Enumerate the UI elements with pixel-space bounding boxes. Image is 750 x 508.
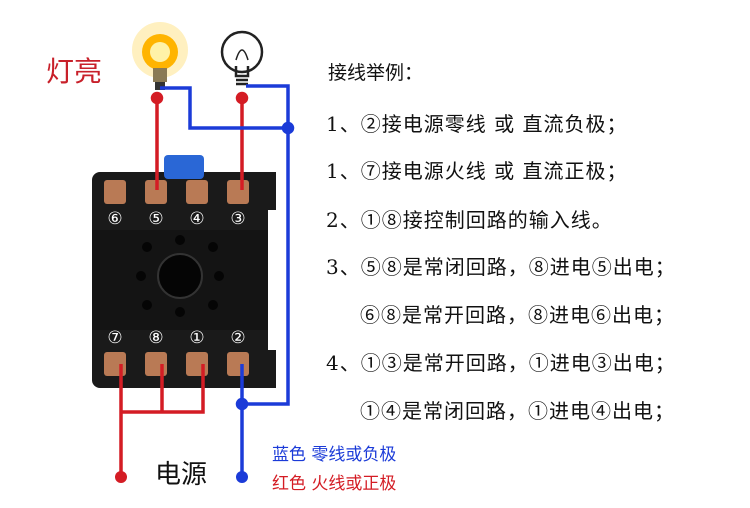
instruction-line-3: 2、①⑧接控制回路的输入线。: [326, 208, 613, 232]
lit-bulb-icon: [132, 22, 188, 90]
power-label: 电源: [155, 460, 208, 490]
terminal-label-7: ⑦: [107, 328, 123, 348]
terminal-label-6: ⑥: [107, 209, 123, 229]
terminal-label-8: ⑧: [148, 328, 164, 348]
instruction-line-1: 1、②接电源零线 或 直流负极；: [326, 112, 628, 136]
terminal-label-1: ①: [189, 328, 205, 348]
instruction-line-7: ①④是常闭回路，①进电④出电；: [360, 399, 675, 423]
instruction-line-5: ⑥⑧是常开回路，⑧进电⑥出电；: [360, 303, 675, 327]
instruction-line-6: 4、①③是常开回路，①进电③出电；: [326, 351, 676, 375]
legend-neutral: 蓝色 零线或负极: [272, 445, 397, 465]
lamp-on-label: 灯亮: [46, 55, 103, 88]
terminal-label-2: ②: [230, 328, 246, 348]
instructions-heading: 接线举例：: [328, 62, 424, 84]
neutral-wire: [160, 84, 295, 483]
bottom-terminal-screws: [104, 352, 249, 376]
legend-live: 红色 火线或正极: [272, 474, 397, 494]
terminal-label-4: ④: [189, 209, 205, 229]
unlit-bulb-icon: [220, 30, 264, 86]
instruction-line-4: 3、⑤⑧是常闭回路，⑧进电⑤出电；: [326, 255, 676, 279]
live-wire: [115, 91, 249, 483]
terminal-label-5: ⑤: [148, 209, 164, 229]
instruction-line-2: 1、⑦接电源火线 或 直流正极；: [326, 159, 628, 183]
terminal-label-3: ③: [230, 209, 246, 229]
